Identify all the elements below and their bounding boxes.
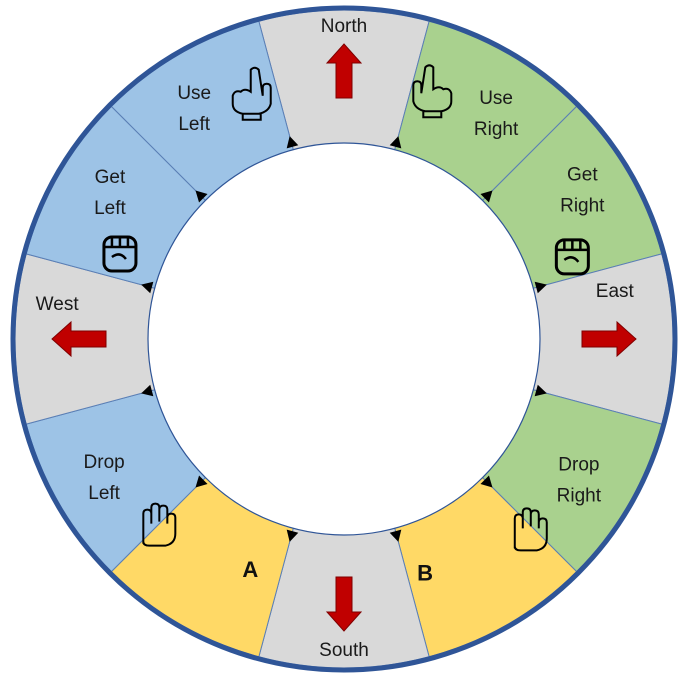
boundary-marker [534,281,547,294]
pointing-finger-icon [231,66,272,121]
boundary-marker [141,384,154,397]
boundary-marker [480,190,493,203]
open-hand-icon [142,502,177,547]
boundary-marker [195,475,208,488]
boundary-marker [286,529,299,542]
arrow-left-icon [51,320,107,358]
boundary-marker [389,529,402,542]
boundary-marker [195,190,208,203]
boundary-marker [480,475,493,488]
arrow-up-icon [325,43,363,99]
segment-label-b: B [417,560,433,585]
segment-icons [51,43,637,632]
segment-label-south: South [319,640,369,661]
pointing-finger-icon [412,64,453,119]
boundary-marker [389,136,402,149]
direction-markers [141,136,547,542]
fist-icon [102,235,138,273]
outer-rim [10,5,678,673]
segment-label-north: North [321,16,367,37]
segment-label-west: West [36,294,80,315]
inner-circle [147,142,541,536]
open-hand-icon [513,507,548,552]
boundary-marker [141,281,154,294]
fist-icon [554,238,590,276]
boundary-marker [286,136,299,149]
arrow-down-icon [325,576,363,632]
segment-label-east: East [596,281,635,302]
arrow-right-icon [581,320,637,358]
segment-label-a: A [242,557,258,582]
boundary-marker [534,384,547,397]
